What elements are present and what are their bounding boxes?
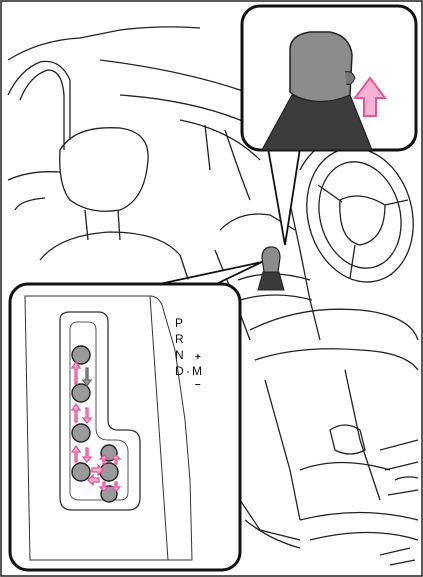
label-minus: – [195, 379, 201, 390]
gate-position-m [100, 463, 118, 481]
label-m: M [192, 364, 202, 378]
label-r: R [175, 332, 184, 346]
svg-text:·: · [186, 364, 190, 378]
label-plus: + [195, 352, 201, 363]
zoom-callout-gate: P R N D · M + – [10, 262, 262, 570]
label-p: P [175, 316, 183, 330]
label-d: D [175, 364, 184, 378]
knob-large [290, 32, 352, 102]
gate-position-p [72, 346, 90, 364]
label-n: N [175, 348, 184, 362]
gate-position-n [72, 424, 90, 442]
gate-position-d [72, 463, 90, 481]
